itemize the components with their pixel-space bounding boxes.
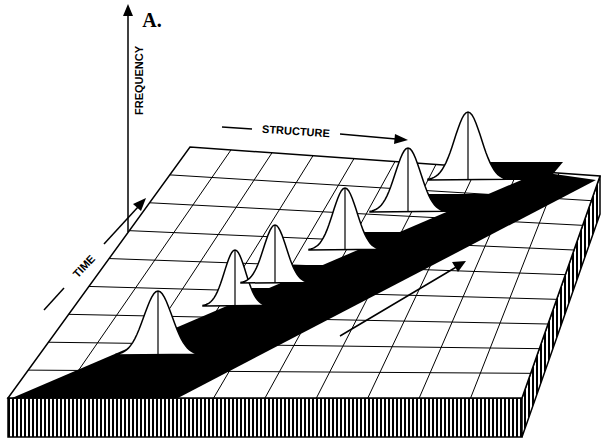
grid-line — [69, 314, 548, 324]
slab-top — [8, 147, 600, 398]
frequency-axis — [127, 14, 129, 232]
time-arrowhead — [133, 198, 146, 211]
grid-line — [59, 150, 231, 398]
bell-curve — [428, 112, 508, 180]
grid-line — [162, 156, 313, 398]
axis-label: FREQUENCY — [134, 43, 147, 116]
grid-lines — [28, 150, 591, 398]
curve-mean-line — [344, 188, 345, 250]
distribution-curves — [116, 112, 563, 355]
shadow-band — [12, 172, 596, 398]
grid-line — [28, 370, 530, 373]
grid-line — [150, 203, 583, 226]
grid-line — [48, 342, 539, 348]
panel-letter: A. — [140, 9, 163, 31]
trend-arrow — [340, 266, 458, 336]
trend-arrowhead — [452, 261, 466, 272]
axis-label: STRUCTURE — [260, 122, 333, 140]
curve-mean-line — [407, 148, 408, 212]
slab-front-face — [8, 398, 522, 437]
time-axis — [44, 288, 64, 310]
curve-mean-line — [467, 112, 468, 180]
bell-curve — [116, 291, 200, 355]
axis-label: TIME — [69, 250, 99, 281]
curve-mean-line — [157, 291, 158, 355]
time-axis — [104, 207, 138, 244]
bell-curve — [241, 225, 309, 283]
frequency-arrowhead — [123, 4, 133, 16]
curve-mean-line — [274, 225, 275, 283]
bell-curve — [309, 188, 381, 250]
structure-arrowhead — [394, 134, 408, 144]
structure-axis — [340, 134, 396, 139]
structure-axis — [222, 127, 252, 129]
curve-mean-line — [234, 250, 235, 306]
grid-line — [111, 153, 272, 398]
